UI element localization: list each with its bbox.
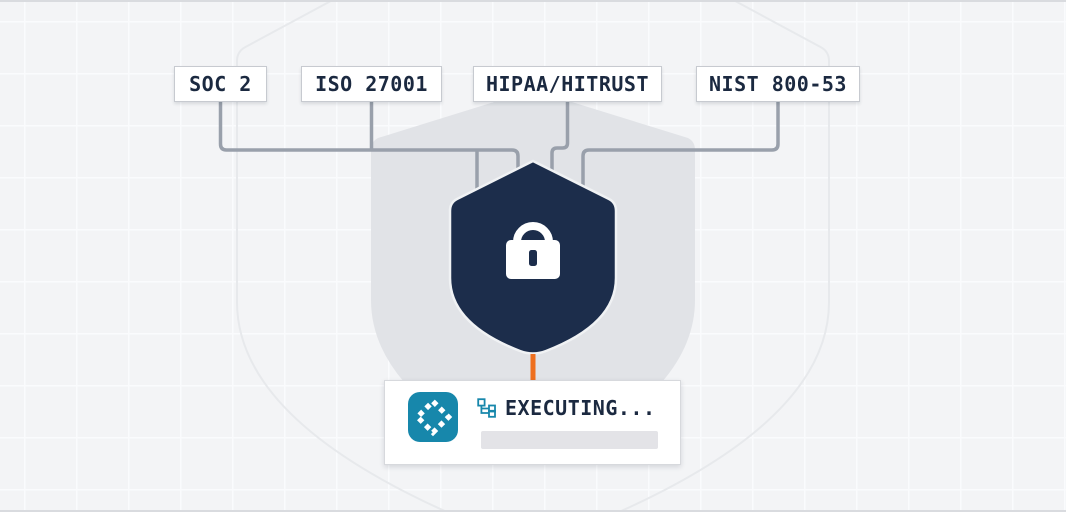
framework-label: NIST 800-53 xyxy=(709,72,847,96)
framework-label: HIPAA/HITRUST xyxy=(485,72,650,96)
connector-hipaa xyxy=(550,102,570,172)
framework-label: SOC 2 xyxy=(189,72,252,96)
connector-soc2 xyxy=(218,102,520,170)
framework-box-hipaa-hitrust: HIPAA/HITRUST xyxy=(473,66,662,102)
connector-nist xyxy=(581,102,780,188)
dashed-diamond-icon xyxy=(408,392,458,442)
framework-box-soc2: SOC 2 xyxy=(174,66,267,102)
framework-label: ISO 27001 xyxy=(315,72,428,96)
background-shield-outline xyxy=(236,2,830,510)
workflow-tree-icon xyxy=(477,398,496,418)
status-line: EXECUTING... xyxy=(477,396,656,420)
lock-icon xyxy=(506,222,560,279)
status-text: EXECUTING... xyxy=(505,396,656,420)
progress-bar xyxy=(481,431,658,449)
status-card: EXECUTING... xyxy=(384,380,681,465)
shield-lock-icon xyxy=(448,159,618,355)
framework-box-nist-800-53: NIST 800-53 xyxy=(696,66,860,102)
framework-box-iso-27001: ISO 27001 xyxy=(301,66,442,102)
